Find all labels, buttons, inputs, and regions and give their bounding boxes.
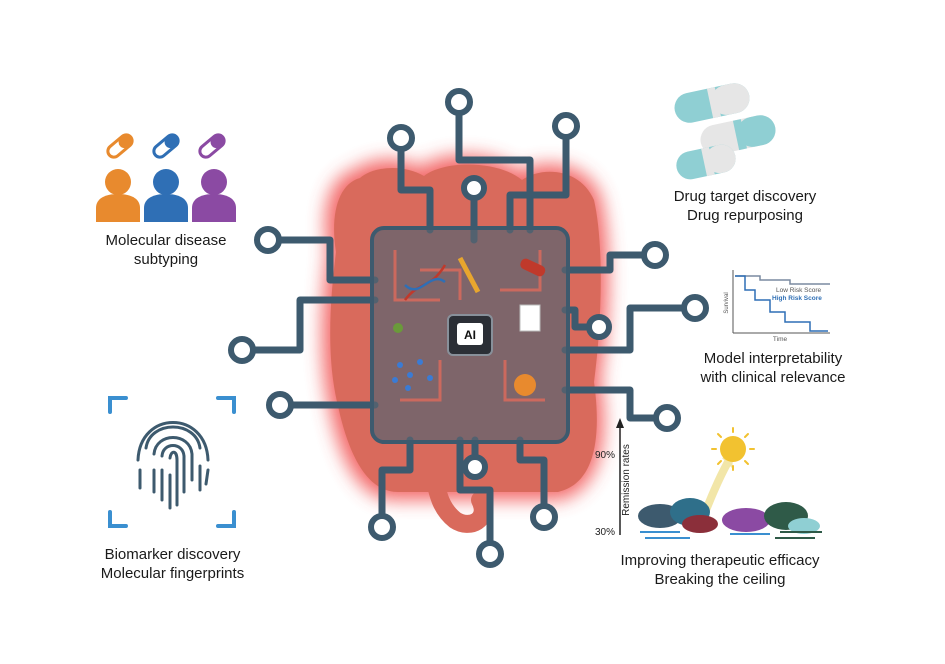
fingerprint-scanner-icon	[108, 396, 236, 528]
pipette-icon	[457, 256, 481, 294]
interpret-line-2: with clinical relevance	[700, 368, 846, 386]
remission-panel: Remission rates 90% 30%	[595, 418, 822, 539]
remission-top-value: 90%	[595, 450, 615, 461]
biomarker-label: Biomarker discovery Molecular fingerprin…	[80, 546, 265, 584]
biomarker-line-1: Biomarker discovery	[104, 546, 241, 563]
drug-discovery-label: Drug target discovery Drug repurposing	[640, 188, 850, 226]
ai-chip-label: AI	[464, 328, 476, 342]
remission-axis-label: Remission rates	[621, 444, 632, 516]
storm-clouds-icon	[638, 498, 822, 539]
blue-person-icon	[144, 169, 188, 222]
efficacy-line-1: Improving therapeutic efficacy	[620, 552, 820, 569]
subtyping-label: Molecular disease subtyping	[86, 232, 246, 270]
blue-capsule-icon	[152, 133, 180, 159]
clipboard-icon	[519, 304, 541, 332]
high-risk-curve	[735, 275, 828, 332]
orange-capsule-icon	[106, 133, 134, 159]
bacteria-icon	[514, 374, 536, 396]
low-risk-curve	[735, 275, 830, 285]
bug-icon	[393, 323, 403, 333]
survival-plot: Low Risk Score High Risk Score Survival …	[724, 270, 830, 343]
subtyping-line-2: subtyping	[133, 250, 199, 268]
purple-capsule-icon	[198, 133, 226, 159]
patient-groups-icon	[96, 133, 236, 222]
interpret-line-1: Model interpretability	[703, 350, 843, 367]
interpretability-label: Model interpretability with clinical rel…	[668, 350, 878, 388]
low-risk-label: Low Risk Score	[776, 287, 822, 294]
dna-icon	[404, 264, 447, 301]
circuit-pads	[228, 88, 709, 568]
drug-line-1: Drug target discovery	[673, 188, 817, 205]
circuit-board: AI	[370, 226, 570, 444]
subtyping-line-1: Molecular disease	[105, 232, 227, 249]
capsule-icon	[520, 258, 546, 277]
orange-person-icon	[96, 169, 140, 222]
efficacy-line-2: Breaking the ceiling	[654, 570, 786, 588]
survival-axis-label: Survival	[724, 292, 730, 313]
high-risk-label: High Risk Score	[772, 295, 822, 302]
time-axis-label: Time	[773, 336, 788, 343]
purple-person-icon	[192, 169, 236, 222]
drug-line-2: Drug repurposing	[687, 206, 803, 224]
pills-icon	[674, 83, 776, 180]
biomarker-line-2: Molecular fingerprints	[100, 564, 245, 582]
sun-icon	[711, 427, 755, 471]
fingerprint-icon	[136, 421, 210, 510]
efficacy-label: Improving therapeutic efficacy Breaking …	[605, 552, 835, 590]
remission-bottom-value: 30%	[595, 527, 615, 538]
molecule-cluster-icon	[392, 359, 433, 391]
